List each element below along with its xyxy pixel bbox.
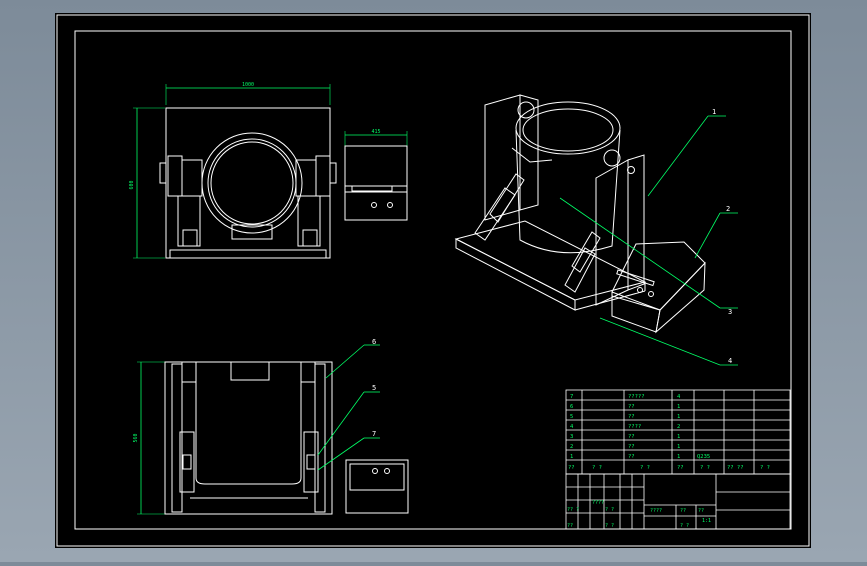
title-block-grid	[565, 473, 791, 530]
bom-row-5-qty: 1	[677, 434, 680, 440]
bom-header-material: ? ?	[700, 465, 710, 471]
view-side-elevation	[137, 361, 333, 515]
dim-top-width: 1000	[242, 82, 254, 88]
balloon-leaders	[317, 115, 738, 471]
title-cell-6: ??	[698, 508, 704, 514]
bom-row-4-no: 4	[570, 424, 574, 430]
bom-row-4-name: ????	[628, 424, 641, 430]
balloon-4: 4	[728, 357, 732, 365]
balloon-5: 5	[372, 384, 376, 392]
drawing-sheet	[55, 13, 811, 548]
title-cell-2: ?? ?	[567, 507, 579, 513]
title-cell-5: ??	[680, 508, 686, 514]
bom-row-5-no: 3	[570, 434, 573, 440]
balloon-7: 7	[372, 430, 376, 438]
bom-header-code: ? ?	[592, 465, 602, 471]
balloon-6: 6	[372, 338, 376, 346]
view-control-box-side	[344, 131, 408, 221]
bom-row-2-no: 6	[570, 404, 573, 410]
bom-row-3-qty: 1	[677, 414, 680, 420]
bom-row-6-qty: 1	[677, 444, 680, 450]
balloon-3: 3	[728, 308, 732, 316]
title-block-text: ???? ?? ? ? ? ???? ?? ?? 1:1 ?? ? ? ? ?	[567, 500, 711, 529]
view-control-box-front	[345, 459, 409, 514]
bom-row-2-qty: 1	[677, 404, 680, 410]
bom-header-weight: ?? ??	[727, 465, 744, 471]
sheet-inner-border	[74, 30, 792, 530]
bom-row-7-qty: 1	[677, 454, 680, 460]
bom-header-note: ? ?	[760, 465, 770, 471]
bom-table-text: 7 ????? 4 6 ?? 1 5 ?? 1 4 ???? 2 3 ?? 1 …	[568, 394, 770, 471]
dim-top-height: 600	[129, 180, 135, 189]
bom-header-no: ??	[568, 465, 575, 471]
bom-header-qty: ??	[677, 465, 684, 471]
title-cell-3: ? ?	[605, 507, 614, 513]
bom-row-6-name: ??	[628, 444, 635, 450]
dim-front-height: 560	[133, 433, 139, 442]
balloon-2: 2	[726, 205, 730, 213]
bom-row-5-name: ??	[628, 434, 635, 440]
title-cell-8: ??	[567, 523, 573, 529]
bom-row-4-qty: 2	[677, 424, 680, 430]
bom-row-1-qty: 4	[677, 394, 681, 400]
bom-header-name: ? ?	[640, 465, 650, 471]
view-front-elevation	[133, 84, 337, 259]
bom-row-1-no: 7	[570, 394, 573, 400]
title-cell-scale: 1:1	[702, 518, 711, 524]
bom-row-3-name: ??	[628, 414, 635, 420]
sheet-outer-border	[56, 14, 810, 547]
title-cell-4: ????	[650, 508, 662, 514]
bom-row-6-no: 2	[570, 444, 573, 450]
bom-row-1-name: ?????	[628, 394, 645, 400]
dim-box-width: 415	[371, 129, 380, 135]
bom-table-grid	[565, 389, 791, 475]
bom-row-7-no: 1	[570, 454, 573, 460]
bom-row-7-name: ??	[628, 454, 635, 460]
bom-row-2-name: ??	[628, 404, 635, 410]
title-cell-9: ? ?	[605, 523, 614, 529]
view-isometric	[454, 94, 706, 334]
title-cell-1: ????	[592, 500, 604, 506]
bom-row-7-material: Q235	[697, 454, 710, 460]
title-cell-10: ? ?	[680, 523, 689, 529]
bom-row-3-no: 5	[570, 414, 573, 420]
balloon-1: 1	[712, 108, 716, 116]
